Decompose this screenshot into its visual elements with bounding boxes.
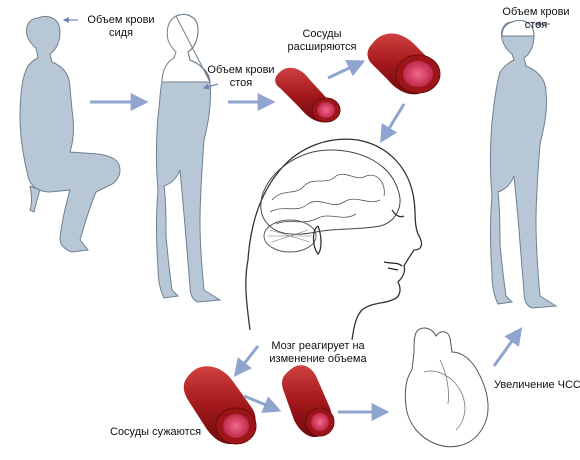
blood-vessel-icon — [275, 67, 341, 123]
standing-person-icon — [490, 20, 558, 309]
blood-vessel-icon — [367, 33, 441, 95]
label-standing-volume: Объем крови стоя — [207, 64, 275, 89]
heart-icon — [404, 327, 489, 448]
label-vessels-constrict: Сосуды сужаются — [110, 426, 202, 438]
flow-arrow — [380, 103, 406, 144]
label-heart-rate-increase: Увеличение ЧСС — [494, 379, 580, 391]
flow-arrow — [233, 345, 260, 377]
flow-arrow — [492, 327, 523, 367]
label-sitting-volume: Объем крови сидя — [87, 14, 155, 39]
sitting-person-icon — [19, 16, 121, 253]
flow-arrow — [327, 59, 366, 80]
label-vessels-dilate: Сосуды расширяются — [287, 28, 357, 53]
blood-vessel-icon — [183, 366, 257, 445]
label-brain-reacts: Мозг реагирует на изменение объема — [269, 340, 367, 365]
standing-person-icon — [156, 14, 222, 303]
blood-vessel-icon — [282, 365, 335, 438]
pointer-arrow — [202, 83, 219, 90]
label-final-standing-volume: Объем крови стоя — [502, 6, 570, 31]
brain-head-icon — [245, 138, 423, 341]
flow-arrow — [243, 394, 282, 413]
